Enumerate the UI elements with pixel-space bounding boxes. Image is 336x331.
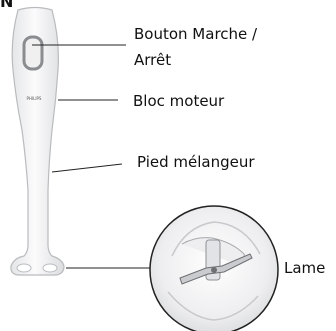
foot-hole-left	[17, 264, 31, 272]
leader-pied	[52, 164, 122, 172]
label-pied-melangeur: Pied mélangeur	[137, 152, 255, 172]
foot-hole-right	[43, 264, 57, 272]
label-bloc-moteur: Bloc moteur	[133, 91, 224, 111]
on-off-button	[24, 37, 42, 69]
label-bouton-marche-arret-line1: Bouton Marche /	[134, 24, 257, 44]
blade-closeup	[150, 206, 278, 331]
label-bouton-marche-arret-line2: Arrêt	[134, 50, 171, 70]
brand-mark: PHILIPS	[27, 96, 42, 101]
label-lame: Lame	[284, 258, 325, 278]
